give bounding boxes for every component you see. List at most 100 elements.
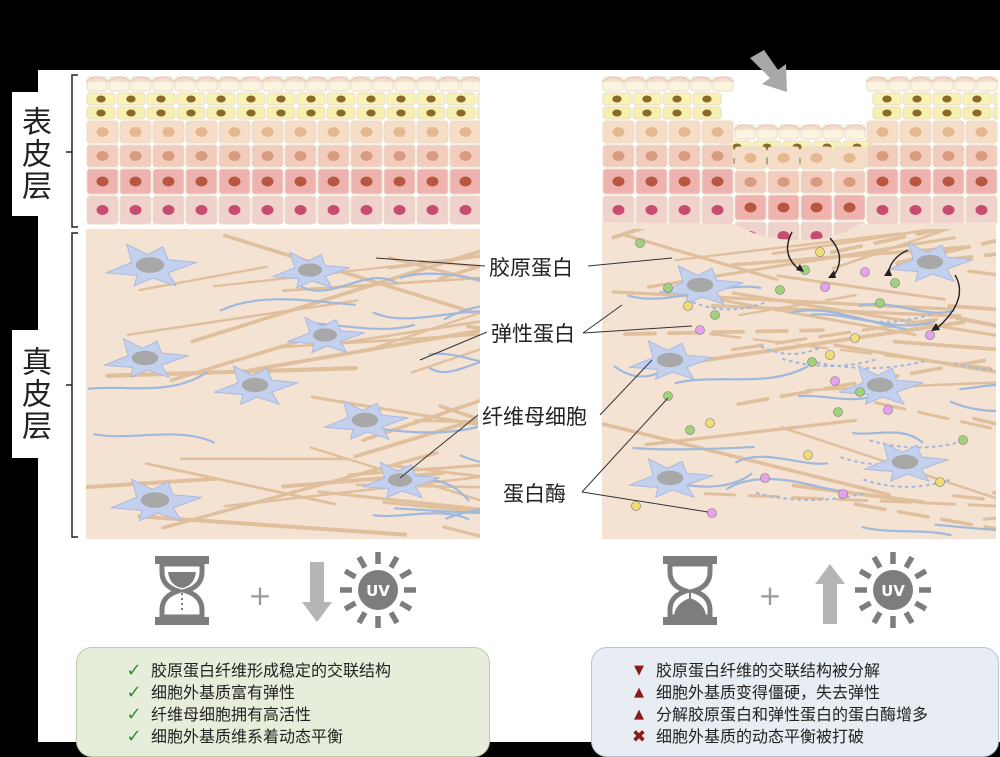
healthy-item: ✓胶原蛋白纤维形成稳定的交联结构 <box>123 660 489 682</box>
cell-nucleus <box>186 96 195 103</box>
cell-nucleus <box>942 110 951 117</box>
fibroblast-nucleus <box>352 413 378 427</box>
aged-item: ▼胶原蛋白纤维的交联结构被分解 <box>628 660 998 682</box>
cell-nucleus <box>679 205 691 215</box>
cell-nucleus <box>943 127 955 137</box>
cell-nucleus <box>262 151 274 161</box>
protease-dot <box>776 286 785 295</box>
protease-dot <box>816 248 825 257</box>
cell-nucleus <box>976 127 988 137</box>
cell-nucleus <box>295 177 307 187</box>
cell-nucleus <box>844 177 856 187</box>
protease-dot <box>826 351 835 360</box>
cell-nucleus <box>679 177 691 187</box>
dermis-label: 真皮层 <box>12 330 54 458</box>
cell-nucleus <box>427 177 439 187</box>
cell-nucleus <box>163 151 175 161</box>
cell-nucleus <box>163 205 175 215</box>
collagen-annotation: 胶原蛋白 <box>485 254 577 282</box>
protease-dot <box>664 392 673 401</box>
protease-dot <box>636 239 645 248</box>
protease-dot <box>821 283 830 292</box>
cell-nucleus <box>394 177 406 187</box>
cell-nucleus <box>642 110 651 117</box>
fibroblast-nucleus <box>657 471 683 485</box>
cell-nucleus <box>943 177 955 187</box>
cell-nucleus <box>712 177 724 187</box>
check-icon: ✓ <box>123 704 145 726</box>
cell-nucleus <box>366 110 375 117</box>
cell-nucleus <box>328 205 340 215</box>
healthy-item-text: 纤维母细胞拥有高活性 <box>151 704 311 726</box>
cell-nucleus <box>336 96 345 103</box>
cell-nucleus <box>702 110 711 117</box>
cell-nucleus <box>877 127 889 137</box>
cell-nucleus <box>276 96 285 103</box>
cell-nucleus <box>130 205 142 215</box>
cell-nucleus <box>196 205 208 215</box>
cell-nucleus <box>229 127 241 137</box>
cell-nucleus <box>910 151 922 161</box>
cell-nucleus <box>672 110 681 117</box>
cell-nucleus <box>396 110 405 117</box>
cell-nucleus <box>745 153 757 163</box>
cell-nucleus <box>672 96 681 103</box>
cell-nucleus <box>130 127 142 137</box>
plus-sign-left: + <box>248 579 271 612</box>
cell-nucleus <box>456 110 465 117</box>
healthy-item-text: 胶原蛋白纤维形成稳定的交联结构 <box>151 660 391 682</box>
healthy-skin-panel: ✓胶原蛋白纤维形成稳定的交联结构✓细胞外基质富有弹性✓纤维母细胞拥有高活性✓细胞… <box>76 647 490 757</box>
cell-nucleus <box>96 110 105 117</box>
cell-nucleus <box>295 127 307 137</box>
cell-nucleus <box>460 151 472 161</box>
cell-nucleus <box>679 151 691 161</box>
protease-dot <box>839 490 848 499</box>
cell-nucleus <box>361 177 373 187</box>
fibroblast-nucleus <box>313 328 337 341</box>
plus-sign-right: + <box>758 579 781 612</box>
cell-nucleus <box>328 177 340 187</box>
cell-nucleus <box>877 177 889 187</box>
cell-nucleus <box>778 203 790 213</box>
cell-nucleus <box>427 205 439 215</box>
cell-nucleus <box>97 127 109 137</box>
cell-nucleus <box>646 205 658 215</box>
protease-dot <box>861 268 870 277</box>
cell-nucleus <box>336 110 345 117</box>
aged-skin-panel: ▼胶原蛋白纤维的交联结构被分解▲细胞外基质变得僵硬，失去弹性▲分解胶原蛋白和弹性… <box>591 647 999 757</box>
protease-dot <box>708 509 717 518</box>
protease-dot <box>876 299 885 308</box>
protease-dot <box>936 478 945 487</box>
cell-nucleus <box>912 96 921 103</box>
cell-nucleus <box>943 205 955 215</box>
cell-nucleus <box>778 153 790 163</box>
uv-label: UV <box>366 582 390 600</box>
healthy-item-text: 细胞外基质维系着动态平衡 <box>151 726 343 748</box>
cell-nucleus <box>361 127 373 137</box>
cell-nucleus <box>712 127 724 137</box>
fibroblast-nucleus <box>141 492 170 508</box>
cell-nucleus <box>394 205 406 215</box>
cell-nucleus <box>882 110 891 117</box>
fibroblast-nucleus <box>867 378 893 392</box>
cell-nucleus <box>679 127 691 137</box>
cell-nucleus <box>942 96 951 103</box>
aged-item-text: 细胞外基质的动态平衡被打破 <box>656 726 864 748</box>
cell-nucleus <box>426 110 435 117</box>
elastin-annotation: 弹性蛋白 <box>487 320 579 348</box>
arrow-up-icon: ▲ <box>628 682 650 704</box>
cell-nucleus <box>394 151 406 161</box>
cell-nucleus <box>877 205 889 215</box>
left-epidermis <box>86 77 505 224</box>
fibroblast-nucleus <box>136 257 165 273</box>
fibroblast-annotation: 纤维母细胞 <box>478 403 591 431</box>
cell-nucleus <box>910 127 922 137</box>
cell-nucleus <box>460 205 472 215</box>
cell-nucleus <box>229 151 241 161</box>
protease-dot <box>686 426 695 435</box>
cell-nucleus <box>163 177 175 187</box>
cell-nucleus <box>877 151 889 161</box>
cell-nucleus <box>427 127 439 137</box>
cell-nucleus <box>229 205 241 215</box>
fibroblast-nucleus <box>687 278 713 292</box>
